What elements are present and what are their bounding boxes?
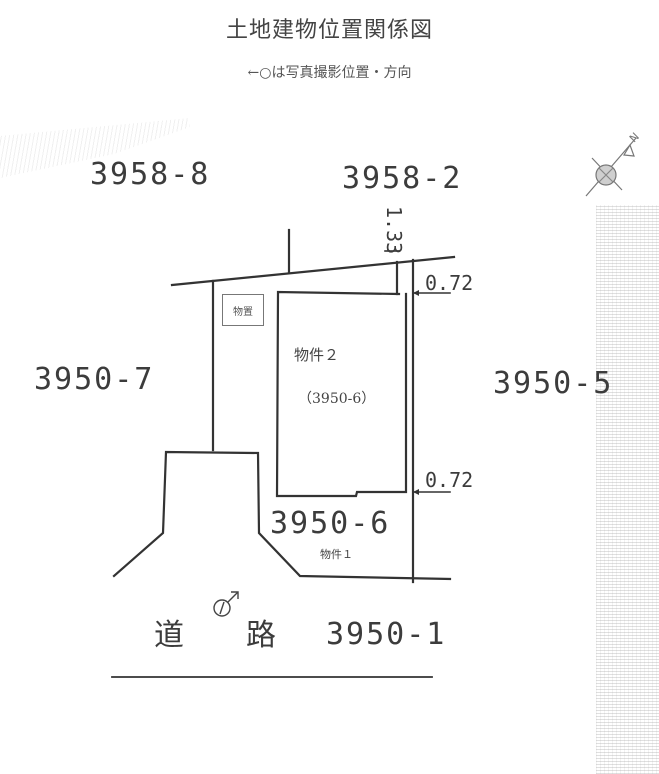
- scan-noise-right: [596, 205, 659, 774]
- dimension-0-72-top: 0.72: [425, 271, 474, 295]
- north-arrow-icon: N: [585, 130, 642, 197]
- photo-legend: ←○は写真撮影位置・方向: [247, 65, 412, 81]
- south-access-outline: [112, 450, 452, 581]
- svg-text:N: N: [627, 130, 642, 145]
- dimension-0-72-bottom: 0.72: [425, 468, 474, 492]
- parcel-label-3950-5: 3950-5: [493, 366, 614, 401]
- parcel-label-3950-7: 3950-7: [34, 362, 155, 397]
- camera-direction-marker: [213, 591, 239, 617]
- parcel-label-3958-8: 3958-8: [90, 157, 211, 192]
- storage-shed: 物置: [222, 294, 264, 326]
- building-2-outline: [275, 290, 408, 498]
- page-title: 土地建物位置関係図: [225, 18, 433, 43]
- parcel-label-3950-6: 3950-6: [270, 506, 391, 541]
- dimension-1-33: 1.33: [382, 206, 406, 255]
- storage-shed-label: 物置: [233, 306, 253, 318]
- property-2-label: 物件２: [294, 346, 340, 364]
- parcel-label-3958-2: 3958-2: [342, 161, 463, 196]
- north-boundary-line: [170, 255, 456, 287]
- property-1-label: 物件１: [320, 548, 353, 561]
- parcel-label-3950-1: 3950-1: [326, 617, 447, 652]
- property-2-parcel: （3950-6）: [298, 391, 376, 407]
- road-label-char-1: 道: [154, 618, 184, 653]
- road-label-char-2: 路: [246, 618, 276, 653]
